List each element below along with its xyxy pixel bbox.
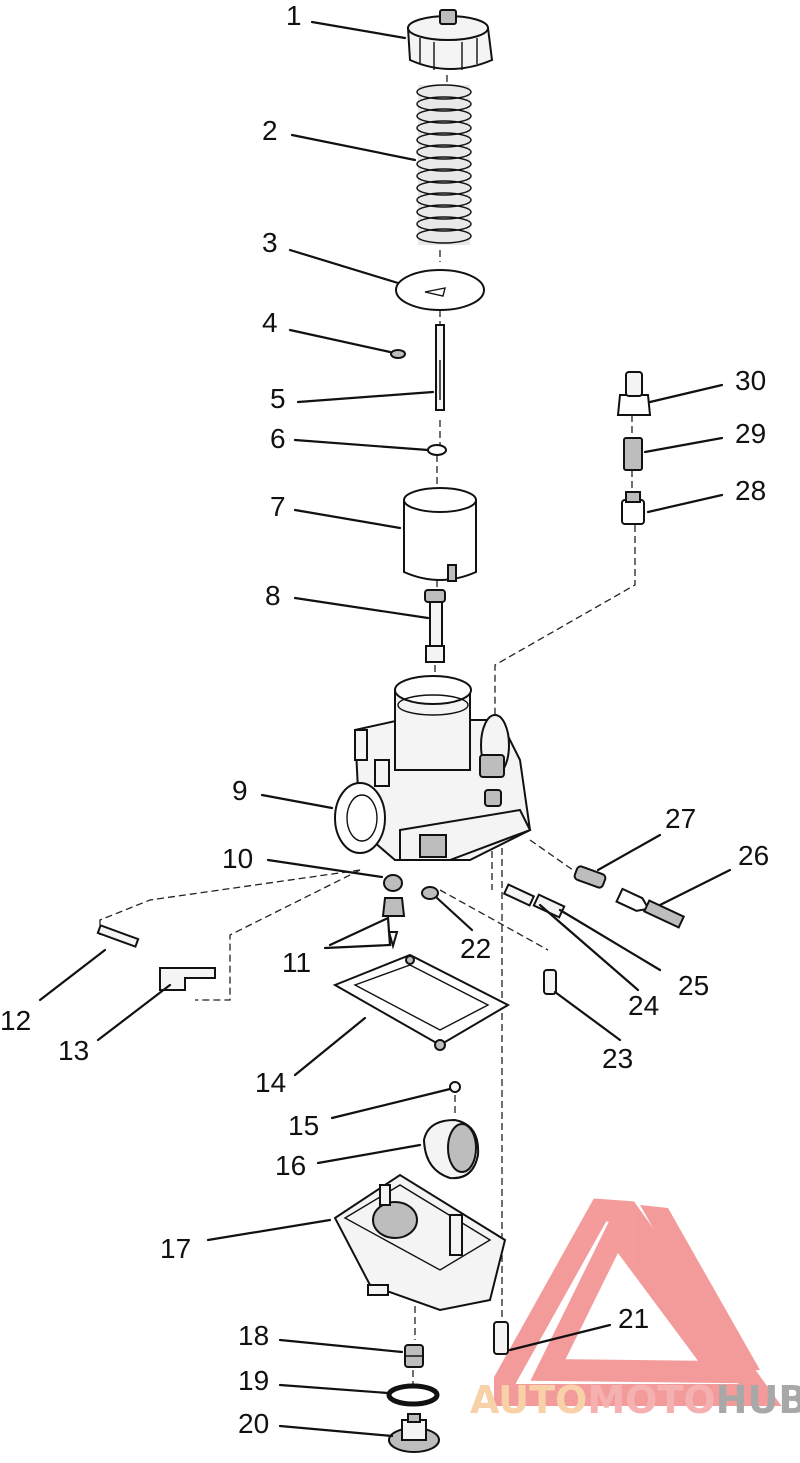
part-20-bowl-drain bbox=[388, 1413, 440, 1453]
watermark-triangle bbox=[494, 1198, 782, 1406]
part-5-needle bbox=[435, 324, 445, 411]
callout-7: 7 bbox=[270, 491, 286, 522]
callout-15: 15 bbox=[288, 1110, 319, 1141]
part-13-float-arm bbox=[159, 967, 216, 991]
part-7-slide bbox=[403, 487, 477, 582]
part-9-carb-body bbox=[334, 675, 532, 861]
callout-2: 2 bbox=[262, 115, 278, 146]
callout-26: 26 bbox=[738, 840, 769, 871]
part-28-main-jet bbox=[621, 491, 645, 525]
callout-25: 25 bbox=[678, 970, 709, 1001]
leader-lines bbox=[38, 20, 732, 1438]
callout-6: 6 bbox=[270, 423, 286, 454]
callout-5: 5 bbox=[270, 383, 286, 414]
part-14-gasket bbox=[332, 953, 511, 1051]
watermark-word-moto: MOTO bbox=[587, 1378, 715, 1422]
part-27-spring bbox=[573, 865, 607, 889]
part-30-jet-plug bbox=[616, 371, 652, 416]
callout-28: 28 bbox=[735, 475, 766, 506]
callout-14: 14 bbox=[255, 1067, 286, 1098]
callout-13: 13 bbox=[58, 1035, 89, 1066]
part-3-plate bbox=[395, 269, 485, 311]
assembly-lines bbox=[99, 75, 636, 1385]
callout-11: 11 bbox=[282, 947, 311, 978]
part-23-screw bbox=[543, 969, 557, 995]
callout-21: 21 bbox=[618, 1303, 649, 1334]
callout-numbers: 1 2 3 4 5 6 7 8 9 10 11 12 13 14 15 16 1… bbox=[0, 0, 769, 1439]
watermark-word-hub: HUB bbox=[716, 1378, 800, 1422]
part-16-float bbox=[422, 1118, 480, 1180]
callout-1: 1 bbox=[286, 0, 302, 31]
watermark-word-auto: AUTO bbox=[470, 1378, 587, 1422]
callout-3: 3 bbox=[262, 227, 278, 258]
part-17-float-bowl bbox=[333, 1173, 507, 1312]
part-1-cap bbox=[406, 9, 494, 70]
part-8-needle-jet bbox=[424, 589, 446, 663]
part-21-screw bbox=[493, 1321, 509, 1355]
part-15-ball bbox=[449, 1081, 461, 1093]
part-6-washer bbox=[427, 444, 447, 456]
callout-30: 30 bbox=[735, 365, 766, 396]
callout-12: 12 bbox=[0, 1005, 31, 1036]
callout-27: 27 bbox=[665, 803, 696, 834]
callout-22: 22 bbox=[460, 933, 491, 964]
part-22-seal bbox=[421, 886, 439, 900]
part-19-o-ring bbox=[386, 1383, 440, 1407]
part-12-pin bbox=[96, 924, 140, 948]
part-10-seat bbox=[383, 874, 403, 892]
watermark-logo: AUTOMOTOHUB bbox=[470, 1198, 800, 1422]
callout-20: 20 bbox=[238, 1408, 269, 1439]
part-24-pilot-screw bbox=[502, 883, 536, 907]
callout-16: 16 bbox=[275, 1150, 306, 1181]
part-2-spring bbox=[416, 84, 472, 245]
callout-24: 24 bbox=[628, 990, 659, 1021]
part-29-holder bbox=[623, 437, 643, 471]
callout-29: 29 bbox=[735, 418, 766, 449]
callout-23: 23 bbox=[602, 1043, 633, 1074]
part-26-idle-screw bbox=[615, 887, 686, 929]
part-11-needle-valve bbox=[381, 897, 406, 950]
part-4-clip bbox=[390, 349, 406, 359]
callout-10: 10 bbox=[222, 843, 253, 874]
callout-9: 9 bbox=[232, 775, 248, 806]
callout-17: 17 bbox=[160, 1233, 191, 1264]
callout-19: 19 bbox=[238, 1365, 269, 1396]
svg-text:AUTOMOTOHUB: AUTOMOTOHUB bbox=[470, 1378, 800, 1422]
callout-8: 8 bbox=[265, 580, 281, 611]
part-18-drain-plug bbox=[404, 1344, 424, 1368]
callout-18: 18 bbox=[238, 1320, 269, 1351]
callout-4: 4 bbox=[262, 307, 278, 338]
